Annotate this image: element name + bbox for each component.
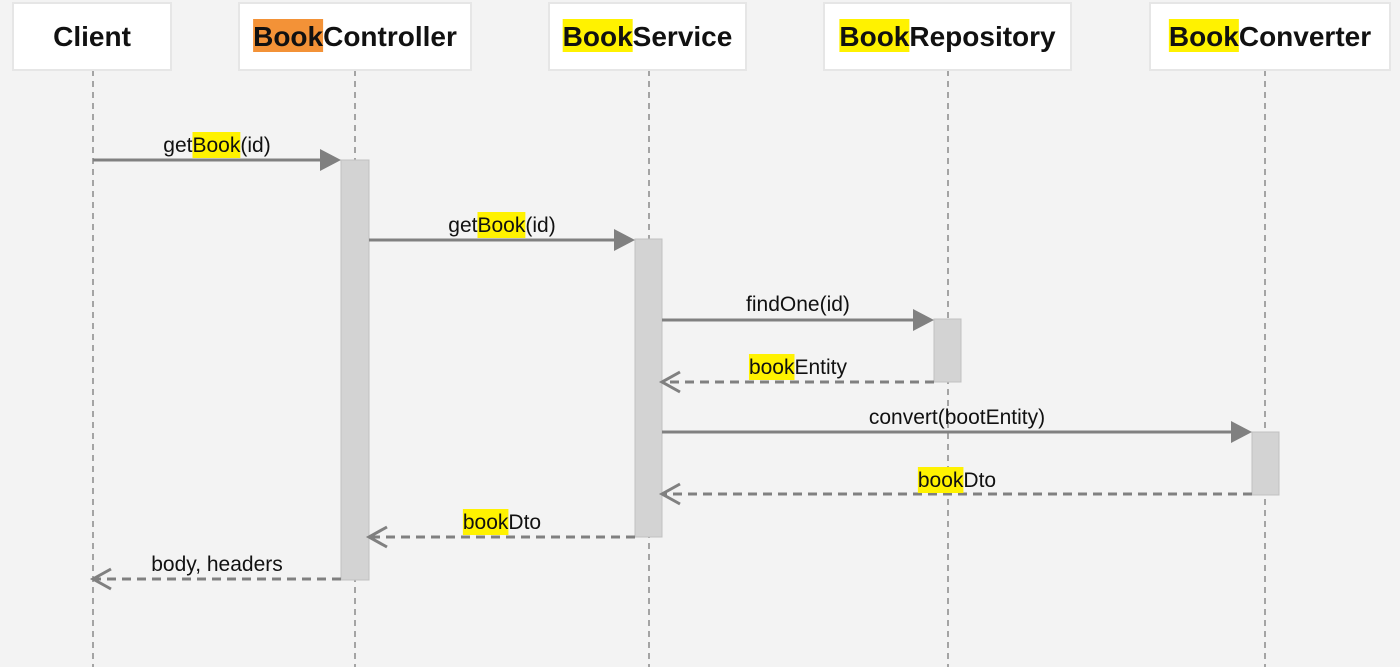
participant-name: Service bbox=[633, 21, 733, 52]
participant-highlight bbox=[253, 19, 324, 52]
participant-name: Converter bbox=[1239, 21, 1371, 52]
participant-highlight bbox=[562, 19, 633, 52]
message-3: findOne(id) bbox=[662, 293, 934, 331]
message-5: convert(bootEntity) bbox=[662, 406, 1252, 443]
participant-highlight bbox=[839, 19, 910, 52]
arrowhead-open bbox=[89, 567, 112, 591]
message-label-highlight bbox=[917, 467, 964, 493]
activation-bar-controller bbox=[340, 159, 370, 581]
message-label-highlighted-word: book bbox=[918, 469, 964, 492]
participant-highlight bbox=[1168, 19, 1239, 52]
arrowhead-open bbox=[658, 482, 681, 506]
participant-prefix: Book bbox=[839, 21, 909, 52]
message-8: body, headers bbox=[89, 553, 341, 591]
participant-box bbox=[548, 2, 747, 71]
arrowhead-solid bbox=[614, 229, 635, 251]
activation-bar-converter bbox=[1251, 431, 1280, 496]
arrowhead-open bbox=[658, 370, 681, 394]
message-label-highlight bbox=[462, 509, 509, 535]
participant-prefix: Book bbox=[1169, 21, 1239, 52]
message-label-highlight bbox=[748, 354, 795, 380]
arrowhead-solid bbox=[320, 149, 341, 171]
message-label-suffix: (id) bbox=[525, 214, 555, 237]
activation-bar-repository bbox=[933, 318, 962, 383]
message-label: get bbox=[163, 134, 192, 157]
message-label-highlight bbox=[192, 132, 241, 158]
participant-prefix: Book bbox=[253, 21, 323, 52]
message-label: get bbox=[448, 214, 477, 237]
message-label-highlighted-word: book bbox=[463, 511, 509, 534]
participant-client: Client bbox=[12, 2, 172, 71]
message-label-suffix: Dto bbox=[963, 469, 996, 492]
message-label-highlighted-word: book bbox=[749, 356, 795, 379]
arrowhead-solid bbox=[913, 309, 934, 331]
arrowhead-open bbox=[365, 525, 388, 549]
message-label-highlight bbox=[477, 212, 526, 238]
message-label-suffix: (id) bbox=[240, 134, 270, 157]
message-label-suffix: Dto bbox=[508, 511, 541, 534]
participant-name: Client bbox=[53, 21, 131, 52]
message-label: body, headers bbox=[151, 553, 283, 576]
participant-name: Repository bbox=[909, 21, 1056, 52]
message-label: findOne(id) bbox=[746, 293, 850, 316]
message-label-highlighted-word: Book bbox=[477, 214, 525, 237]
participant-box bbox=[12, 2, 172, 71]
message-label-suffix: Entity bbox=[795, 356, 848, 379]
message-label-highlighted-word: Book bbox=[192, 134, 240, 157]
message-label: convert(bootEntity) bbox=[869, 406, 1045, 429]
participant-prefix: Book bbox=[563, 21, 633, 52]
activation-bar-service bbox=[634, 238, 663, 538]
arrowhead-solid bbox=[1231, 421, 1252, 443]
participant-name: Controller bbox=[323, 21, 457, 52]
